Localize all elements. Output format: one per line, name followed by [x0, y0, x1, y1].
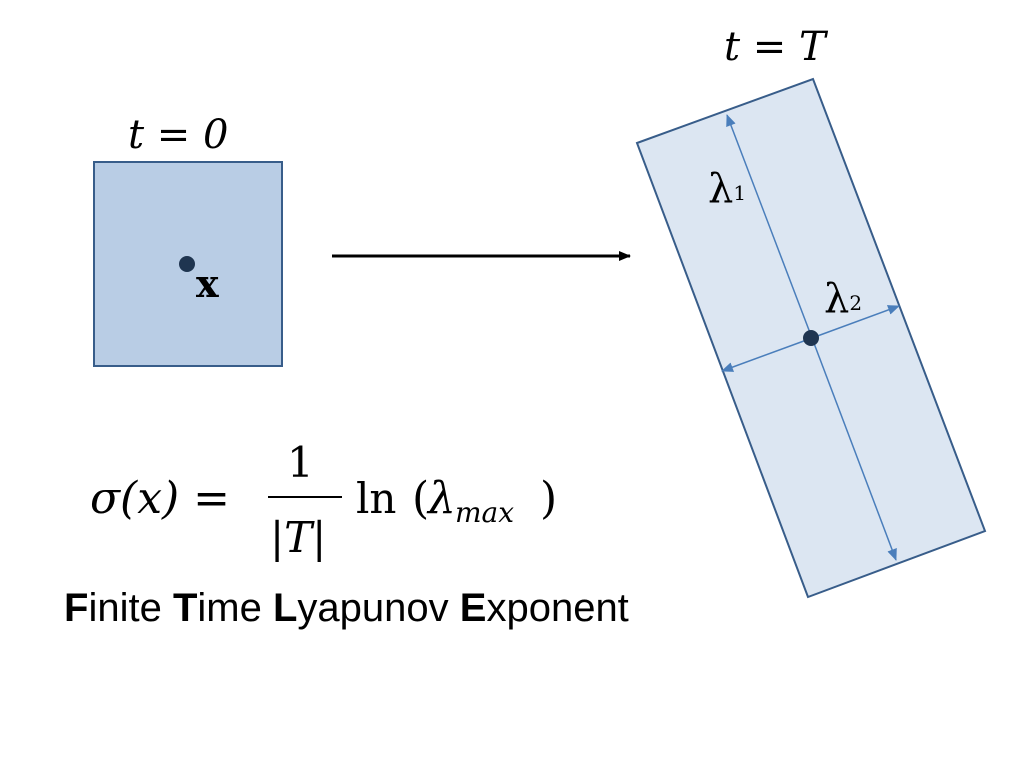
ftle-formula: σ(x) = 1 |T| ln ( λ max ) [90, 438, 557, 562]
formula-ln: ln [356, 474, 396, 523]
caption-ftle: Finite Time Lyapunov Exponent [64, 586, 629, 631]
formula-numerator: 1 [287, 438, 314, 487]
caption-word: Finite [64, 586, 162, 630]
caption-word: Time [172, 586, 262, 630]
lambda1-axis-arrow-lower [811, 337, 897, 561]
formula-lambda: λ [426, 473, 456, 524]
lambda1-label: λ1 [708, 166, 746, 212]
t-zero-label: t = 0 [128, 112, 228, 158]
formula-close-paren: ) [540, 473, 557, 524]
caption-word: Lyapunov [272, 586, 449, 630]
lambda2-axis-arrow-right [811, 305, 900, 339]
t-end-label: t = T [724, 24, 829, 70]
final-point-dot [803, 330, 819, 346]
lambda1-axis-arrow [726, 114, 813, 339]
formula-subscript: max [455, 496, 514, 529]
formula-denominator: |T| [270, 513, 326, 562]
formula-open-paren: ( [412, 473, 429, 524]
point-x-label: x [196, 261, 219, 306]
lambda2-label: λ2 [824, 276, 862, 322]
caption-word: Exponent [459, 586, 629, 630]
initial-point-dot [179, 256, 195, 272]
formula-lhs: σ(x) = [90, 473, 230, 524]
lambda2-axis-arrow [721, 337, 813, 372]
